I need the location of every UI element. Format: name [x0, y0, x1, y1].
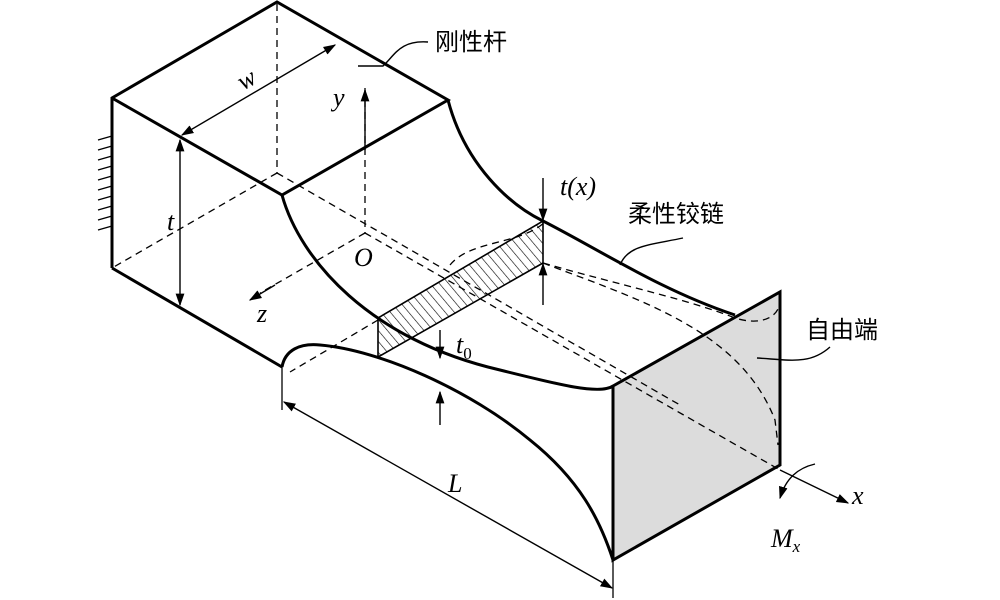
- leader-rigid-rod: [358, 41, 429, 67]
- label-x-axis: x: [851, 481, 864, 510]
- moment-arrow: [779, 463, 816, 500]
- label-thickness-x: t(x): [560, 172, 596, 201]
- label-y-axis: y: [330, 83, 345, 112]
- label-rigid-rod: 刚性杆: [435, 28, 507, 56]
- label-flexible-hinge: 柔性铰链: [628, 200, 724, 228]
- label-min-thickness: t0: [456, 330, 472, 363]
- label-origin: O: [354, 243, 373, 272]
- fixed-wall-hatch: [97, 135, 113, 231]
- leader-free-end: [756, 346, 831, 361]
- dimension-arrows: [175, 41, 850, 589]
- length-dimension: [282, 401, 614, 589]
- z-axis-arrow: [248, 284, 276, 301]
- label-moment: Mx: [770, 524, 801, 556]
- label-thickness: t: [167, 207, 175, 236]
- x-axis-arrow: [779, 469, 850, 504]
- label-length: L: [447, 469, 462, 498]
- leader-hinge: [619, 237, 684, 266]
- width-dimension: [180, 44, 337, 136]
- label-free-end: 自由端: [806, 316, 878, 344]
- free-end-face: [611, 289, 782, 563]
- label-z-axis: z: [256, 299, 267, 328]
